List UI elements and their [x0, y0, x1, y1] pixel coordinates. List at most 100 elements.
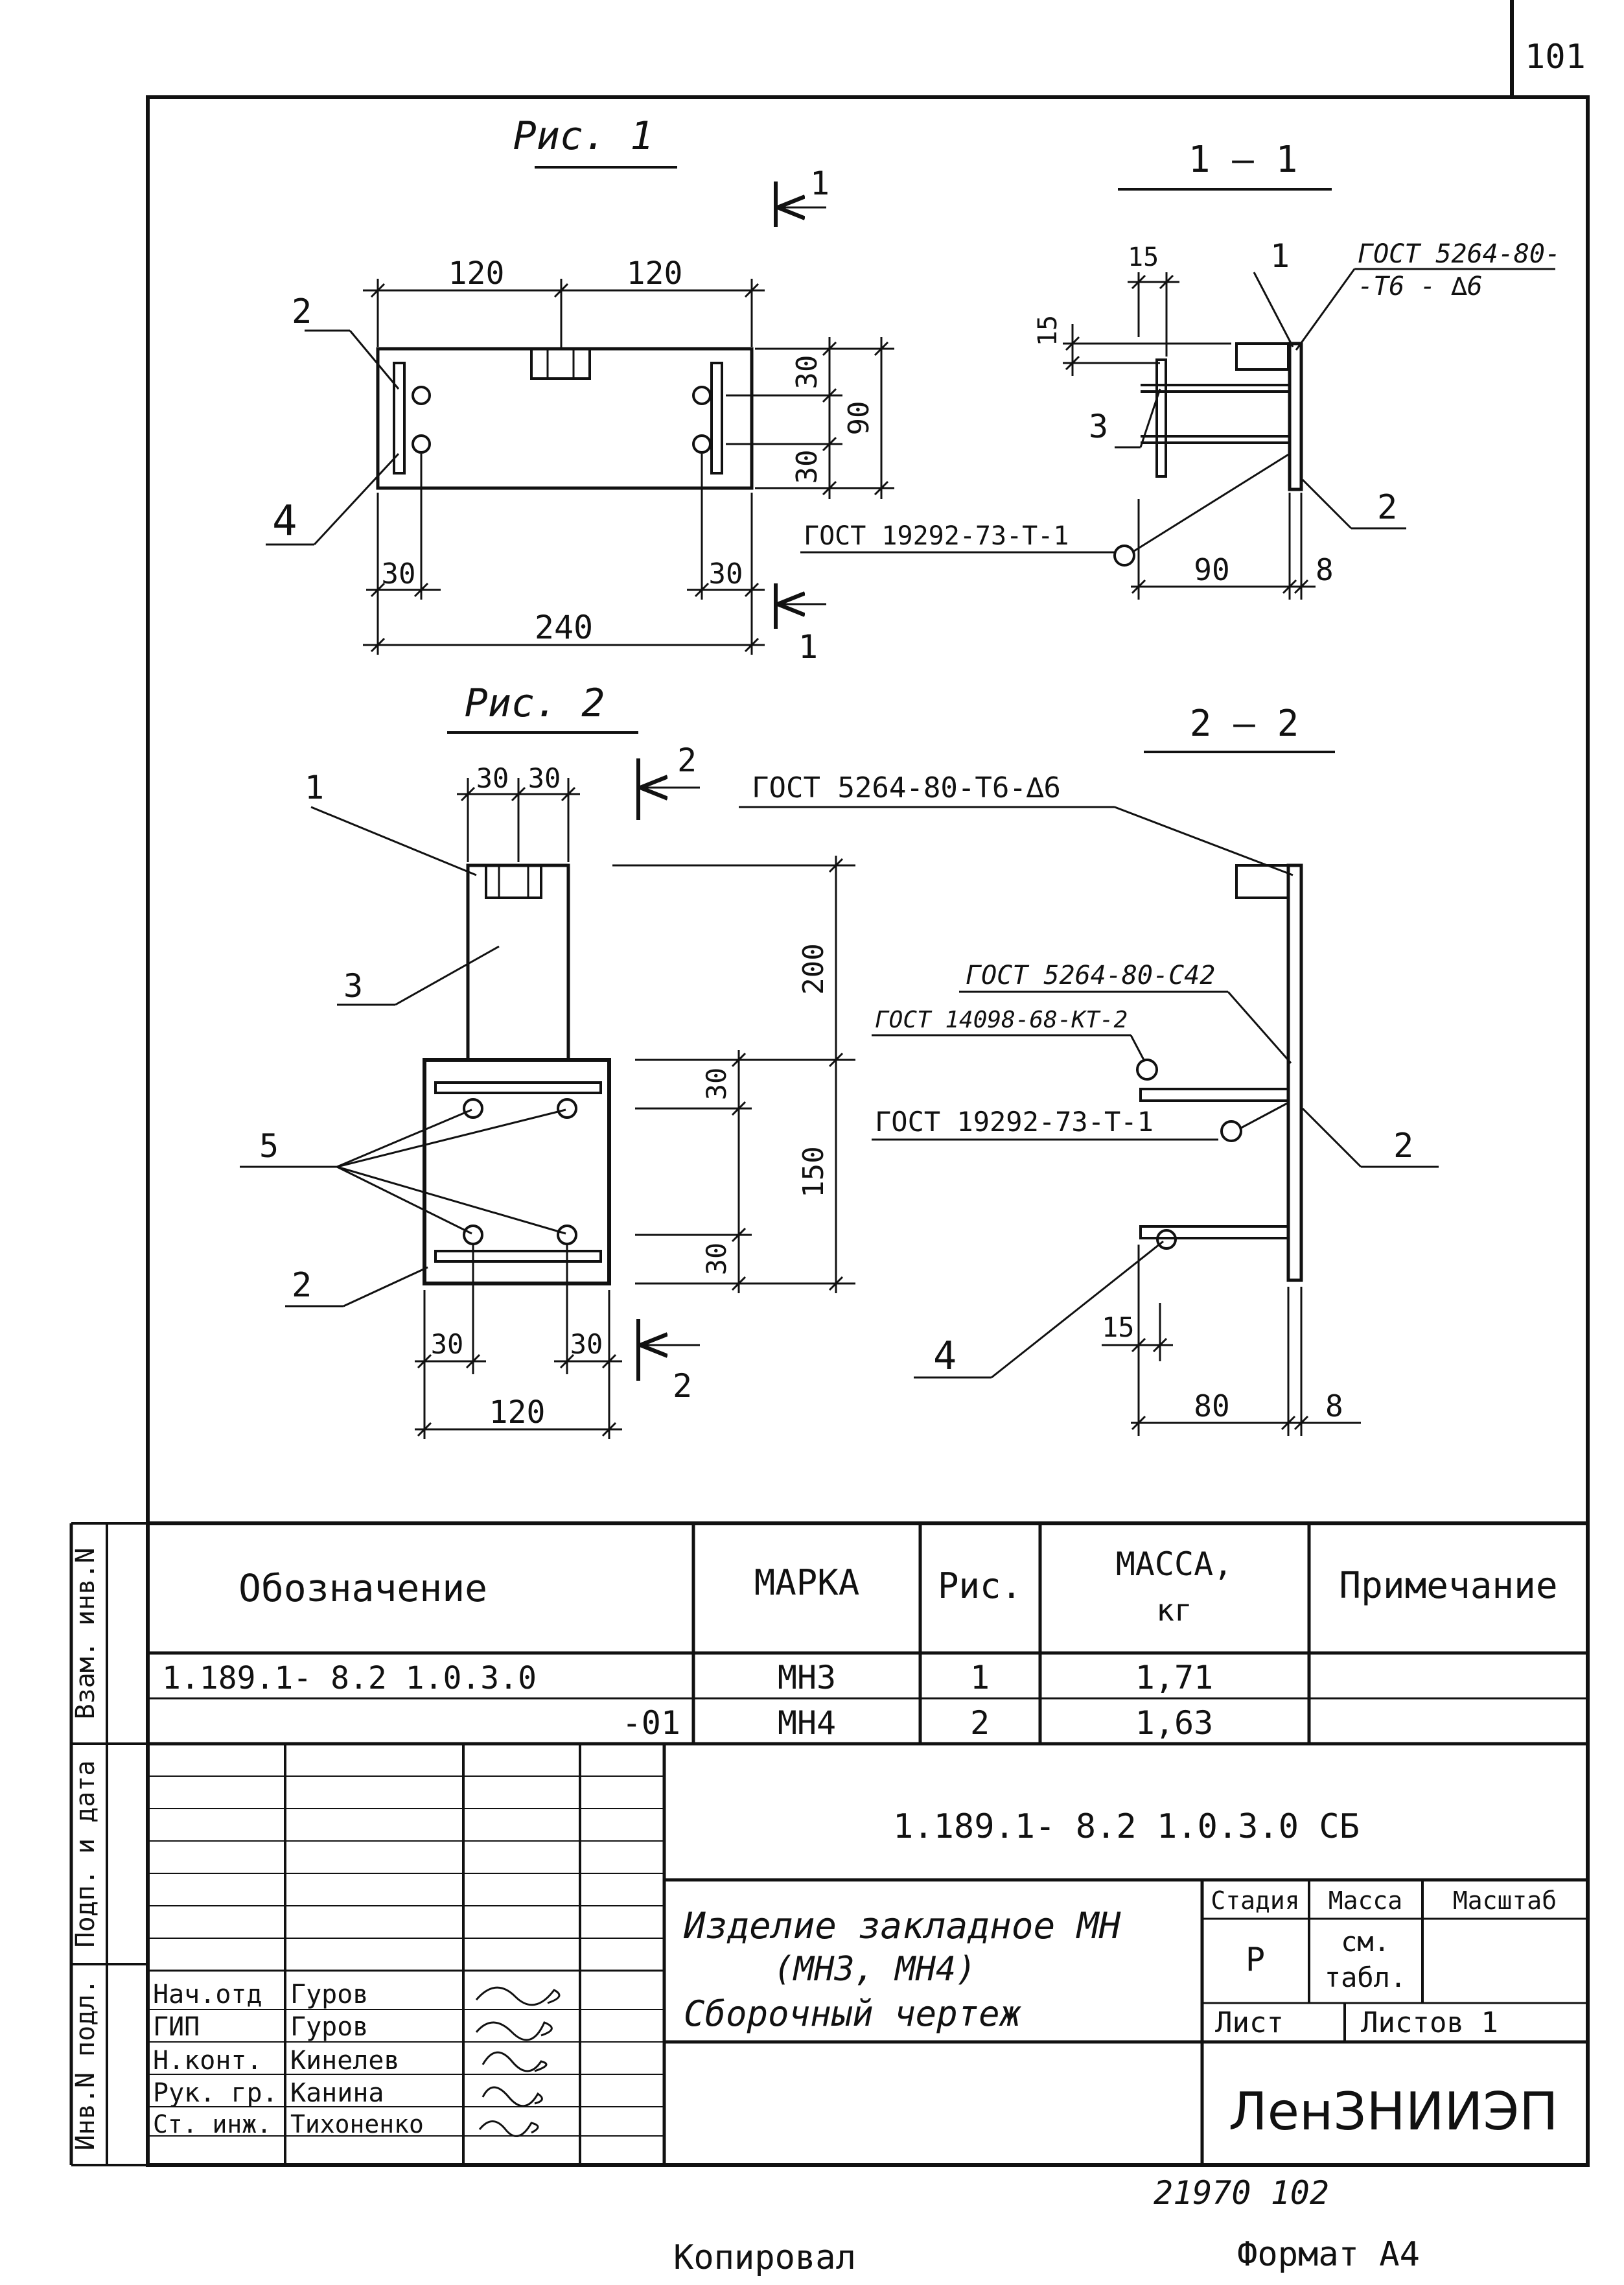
- col-mark-header: МАРКА: [754, 1562, 860, 1603]
- signature-scribble: [481, 2051, 548, 2072]
- svg-text:Стадия: Стадия: [1211, 1886, 1299, 1915]
- svg-text:30: 30: [709, 557, 743, 591]
- svg-text:4: 4: [933, 1333, 957, 1379]
- svg-text:4: 4: [272, 497, 297, 545]
- fig1-bar-left: [393, 362, 406, 475]
- svg-text:-Т6 - ∆6: -Т6 - ∆6: [1358, 272, 1483, 301]
- fig2-plate: [423, 1058, 611, 1285]
- fig1-bar-right: [710, 362, 723, 475]
- svg-text:1,71: 1,71: [1135, 1659, 1213, 1696]
- title-block: 1.189.1- 8.2 1.0.3.0 СБ Изделие закладно…: [148, 1744, 1588, 2165]
- doc-code: 1.189.1- 8.2 1.0.3.0 СБ: [893, 1807, 1360, 1846]
- svg-text:Листов 1: Листов 1: [1361, 2006, 1498, 2039]
- svg-text:8: 8: [1325, 1389, 1343, 1424]
- svg-text:кг: кг: [1156, 1593, 1192, 1628]
- svg-text:ГИП: ГИП: [153, 2012, 200, 2042]
- svg-text:1: 1: [305, 769, 324, 806]
- fig2-title: Рис. 2: [465, 681, 605, 726]
- svg-text:Рук. гр.: Рук. гр.: [153, 2078, 278, 2108]
- svg-text:30: 30: [382, 557, 416, 591]
- svg-text:ГОСТ 5264-80-: ГОСТ 5264-80-: [1358, 239, 1560, 269]
- svg-text:30: 30: [701, 1243, 732, 1276]
- svg-text:(МН3, МН4): (МН3, МН4): [773, 1950, 976, 1989]
- svg-text:1: 1: [798, 628, 818, 666]
- figure-2: Рис. 2 30 30: [240, 681, 855, 1439]
- svg-text:Кинелев: Кинелев: [290, 2046, 400, 2076]
- svg-text:2: 2: [677, 742, 697, 779]
- footer: 21970 102 Копировал Формат А4: [673, 2174, 1420, 2277]
- svg-text:1: 1: [1270, 237, 1290, 275]
- fig1-stud: [692, 434, 712, 454]
- svg-text:ГОСТ 5264-80-Т6-∆6: ГОСТ 5264-80-Т6-∆6: [752, 771, 1061, 804]
- svg-text:3: 3: [343, 967, 363, 1005]
- svg-text:Р: Р: [1246, 1941, 1265, 1978]
- svg-text:2: 2: [970, 1704, 990, 1742]
- svg-text:30: 30: [528, 762, 561, 794]
- svg-text:2: 2: [292, 292, 312, 331]
- signature-scribble: [481, 2086, 543, 2107]
- svg-text:2: 2: [673, 1367, 692, 1405]
- svg-text:90: 90: [1194, 552, 1229, 587]
- section-2-2: 2 — 2 ГОСТ 5264-80-Т6-∆6 ГОСТ 5264-80-С4…: [739, 703, 1439, 1436]
- fig1-title: Рис. 1: [513, 113, 654, 159]
- svg-text:8: 8: [1316, 552, 1334, 587]
- col-mass-header: МАССА,: [1116, 1545, 1233, 1583]
- svg-text:120: 120: [448, 255, 505, 292]
- table-row: -01: [622, 1704, 680, 1742]
- fig1-plate: [376, 347, 754, 490]
- page-number-box: 101: [1510, 0, 1588, 99]
- spec-table: Обозначение МАРКА Рис. МАССА, кг Примеча…: [148, 1521, 1588, 1746]
- signature-scribble: [475, 2021, 553, 2041]
- svg-text:240: 240: [535, 609, 593, 646]
- svg-text:30: 30: [701, 1068, 732, 1101]
- svg-text:Н.конт.: Н.конт.: [153, 2046, 262, 2076]
- organization-name: ЛенЗНИИЭП: [1229, 2081, 1559, 2142]
- svg-text:15: 15: [1102, 1311, 1135, 1343]
- svg-text:30: 30: [570, 1328, 603, 1360]
- fig1-stud: [412, 434, 431, 454]
- svg-text:120: 120: [627, 255, 683, 292]
- side-strip: Инв.N подл. Подп. и дата Взам. инв.N: [71, 1522, 148, 2166]
- svg-text:1: 1: [810, 165, 829, 202]
- figure-1: Рис. 1 120 120: [266, 113, 894, 666]
- product-title: Изделие закладное МН: [683, 1905, 1121, 1947]
- svg-text:3: 3: [1089, 408, 1108, 445]
- sec1-nut: [1235, 342, 1290, 371]
- fig1-stud: [692, 386, 712, 405]
- sec1-anchor-bar: [1155, 358, 1167, 478]
- sec1-title: 1 — 1: [1189, 139, 1298, 181]
- sec2-plate: [1286, 863, 1303, 1282]
- fig2-stem: [466, 863, 570, 1062]
- footer-numbers: 21970 102: [1154, 2174, 1329, 2212]
- svg-text:5: 5: [259, 1127, 279, 1165]
- sec1-plate: [1288, 342, 1303, 491]
- svg-text:Нач.отд: Нач.отд: [153, 1980, 262, 2010]
- fig1-nut: [530, 347, 591, 380]
- col-note-header: Примечание: [1339, 1565, 1557, 1607]
- svg-text:15: 15: [1128, 242, 1159, 272]
- drawing-frame: [146, 95, 1590, 2167]
- svg-text:Гуров: Гуров: [290, 1980, 368, 2010]
- footer-copied: Копировал: [673, 2238, 856, 2277]
- fig2-nut: [485, 864, 542, 899]
- col-fig-header: Рис.: [938, 1565, 1022, 1606]
- svg-text:30: 30: [431, 1328, 464, 1360]
- sec2-title: 2 — 2: [1190, 703, 1299, 745]
- svg-text:2: 2: [1393, 1127, 1413, 1166]
- svg-text:30: 30: [476, 762, 509, 794]
- side-label-vzam: Взам. инв.N: [71, 1548, 100, 1720]
- page-number: 101: [1525, 38, 1586, 76]
- col-designation-header: Обозначение: [238, 1566, 487, 1610]
- svg-text:Канина: Канина: [290, 2078, 384, 2108]
- svg-text:Ст. инж.: Ст. инж.: [153, 2110, 272, 2139]
- svg-text:МН4: МН4: [778, 1704, 836, 1742]
- svg-text:2: 2: [1377, 488, 1397, 527]
- side-label-inv-podl: Инв.N подл.: [71, 1979, 100, 2151]
- svg-text:15: 15: [1033, 315, 1063, 346]
- svg-text:90: 90: [842, 401, 876, 436]
- svg-text:Сборочный чертеж: Сборочный чертеж: [684, 1993, 1022, 2034]
- signature-scribble: [475, 1986, 561, 2006]
- side-label-podp: Подп. и дата: [71, 1761, 100, 1948]
- signature-scribble: [478, 2120, 539, 2137]
